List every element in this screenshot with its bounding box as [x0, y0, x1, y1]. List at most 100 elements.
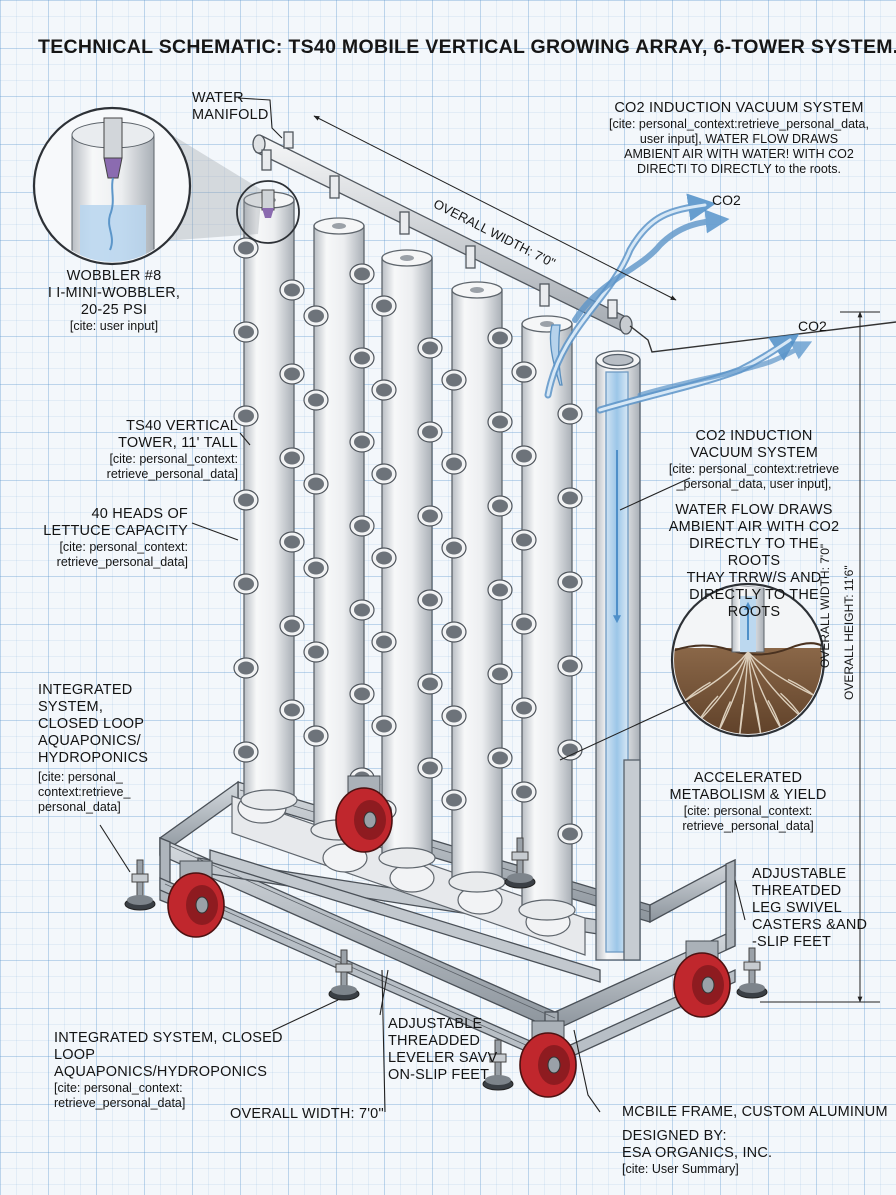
net-pot-icon: [349, 347, 375, 369]
net-pot-icon: [417, 421, 443, 443]
co2-induction-right-label: CO2 INDUCTION VACUUM SYSTEM [cite: perso…: [668, 428, 840, 491]
co2-arrow-label-2: CO2: [798, 318, 827, 334]
caster-wheel-icon: [335, 775, 393, 853]
net-pot-icon: [303, 305, 329, 327]
net-pot-icon: [371, 547, 397, 569]
net-pot-icon: [233, 489, 259, 511]
co2-induction-tube: [549, 324, 641, 961]
lettuce-capacity-label: 40 HEADS OF LETTUCE CAPACITY [cite: pers…: [43, 506, 188, 569]
net-pot-icon: [349, 431, 375, 453]
leveling-foot-icon: [504, 837, 536, 889]
net-pot-icon: [441, 453, 467, 475]
leader-lines: [99, 97, 746, 1113]
net-pot-icon: [511, 445, 537, 467]
net-pot-icon: [441, 621, 467, 643]
net-pot-icon: [557, 739, 583, 761]
net-pot-icon: [279, 615, 305, 637]
net-pot-icon: [279, 447, 305, 469]
leveler-label: ADJUSTABLE THREADDED LEVELER SAVV ON-SLI…: [388, 1016, 498, 1083]
caster-wheel-icon: [673, 940, 731, 1018]
net-pot-icon: [279, 531, 305, 553]
casters-label: ADJUSTABLE THREATDED LEG SWIVEL CASTERS …: [752, 866, 868, 950]
net-pot-icon: [233, 321, 259, 343]
net-pot-icon: [233, 573, 259, 595]
net-pot-icon: [441, 537, 467, 559]
net-pot-icon: [279, 363, 305, 385]
net-pot-icon: [557, 655, 583, 677]
net-pot-icon: [417, 505, 443, 527]
net-pot-icon: [487, 495, 513, 517]
overall-width-bottom-label: OVERALL WIDTH: 7'0": [230, 1106, 384, 1122]
net-pot-icon: [303, 389, 329, 411]
net-pot-icon: [233, 741, 259, 763]
net-pot-icon: [441, 705, 467, 727]
co2-arrow-label-1: CO2: [712, 192, 741, 208]
wobbler-sprinkler-icon: [32, 106, 300, 266]
leveling-foot-icon: [124, 837, 768, 1091]
net-pot-icon: [557, 403, 583, 425]
net-pot-icon: [417, 673, 443, 695]
pvc-tower-icon: [303, 217, 375, 841]
net-pot-icon: [487, 327, 513, 349]
net-pot-icon: [511, 529, 537, 551]
net-pot-icon: [371, 715, 397, 737]
net-pot-icon: [487, 579, 513, 601]
wobbler-label: WOBBLER #8 i i-MINI-WOBBLER, 20-25 PSI […: [47, 268, 181, 333]
net-pot-icon: [417, 337, 443, 359]
net-pot-icon: [233, 657, 259, 679]
water-flow-label: WATER FLOW DRAWS AMBIENT AIR WITH CO2 DI…: [668, 502, 840, 620]
net-pot-icon: [349, 263, 375, 285]
net-pot-icon: [511, 613, 537, 635]
net-pot-icon: [487, 663, 513, 685]
leveling-foot-icon: [482, 1039, 514, 1091]
water-manifold-label: WATER MANIFOLD: [192, 90, 269, 123]
caster-wheel-icon: [519, 1020, 577, 1098]
net-pot-icon: [511, 781, 537, 803]
page-title: TECHNICAL SCHEMATIC: TS40 MOBILE VERTICA…: [38, 36, 896, 58]
net-pot-icon: [511, 361, 537, 383]
mobile-frame-label: MCBILE FRAME, CUSTOM ALUMINUM: [622, 1104, 888, 1120]
net-pot-icon: [371, 295, 397, 317]
caster-wheel-icon: [167, 860, 225, 938]
caster-wheel-icon: [167, 775, 731, 1098]
pvc-tower-icon: [511, 315, 583, 921]
pvc-tower-icon: [233, 191, 305, 811]
net-pot-icon: [233, 405, 259, 427]
overall-height-vertical-label: OVERALL HEIGHT: 11'6": [842, 565, 856, 700]
net-pot-icon: [487, 411, 513, 433]
integrated-system-left-label: INTEGRATED SYSTEM, CLOSED LOOP AQUAPONIC…: [38, 682, 149, 814]
net-pot-icon: [233, 237, 259, 259]
tower-label: TS40 VERTICAL TOWER, 11' TALL [cite: per…: [106, 418, 238, 481]
net-pot-icon: [487, 747, 513, 769]
leveling-foot-icon: [124, 859, 156, 911]
pvc-tower-icon: [371, 249, 443, 869]
dimension-lines: [313, 115, 880, 1003]
net-pot-icon: [441, 789, 467, 811]
net-pot-icon: [417, 757, 443, 779]
net-pot-icon: [417, 589, 443, 611]
tower-array: [233, 191, 583, 921]
net-pot-icon: [557, 823, 583, 845]
leveling-foot-icon: [736, 947, 768, 999]
net-pot-icon: [303, 473, 329, 495]
net-pot-icon: [349, 599, 375, 621]
designed-by-label: DESIGNED BY: ESA ORGANICS, INC. [cite: U…: [622, 1128, 773, 1176]
net-pot-icon: [557, 487, 583, 509]
net-pot-icon: [441, 369, 467, 391]
net-pot-icon: [303, 725, 329, 747]
net-pot-icon: [303, 641, 329, 663]
net-pot-icon: [371, 631, 397, 653]
overall-width-vertical-label: OVERALL WIDTH: 7'0": [818, 543, 832, 668]
net-pot-icon: [371, 379, 397, 401]
net-pot-icon: [279, 279, 305, 301]
metabolism-label: ACCELERATED METABOLISM & YIELD [cite: pe…: [669, 770, 827, 833]
net-pot-icon: [511, 697, 537, 719]
integrated-system-bottom-label: INTEGRATED SYSTEM, CLOSED LOOP AQUAPONIC…: [54, 1030, 283, 1110]
leveling-foot-icon: [328, 949, 360, 1001]
net-pot-icon: [303, 557, 329, 579]
co2-arrow-icon: [544, 193, 813, 414]
net-pot-icon: [349, 515, 375, 537]
net-pot-icon: [557, 571, 583, 593]
co2-induction-top-label: CO2 INDUCTION VACUUM SYSTEM [cite: perso…: [609, 100, 869, 176]
